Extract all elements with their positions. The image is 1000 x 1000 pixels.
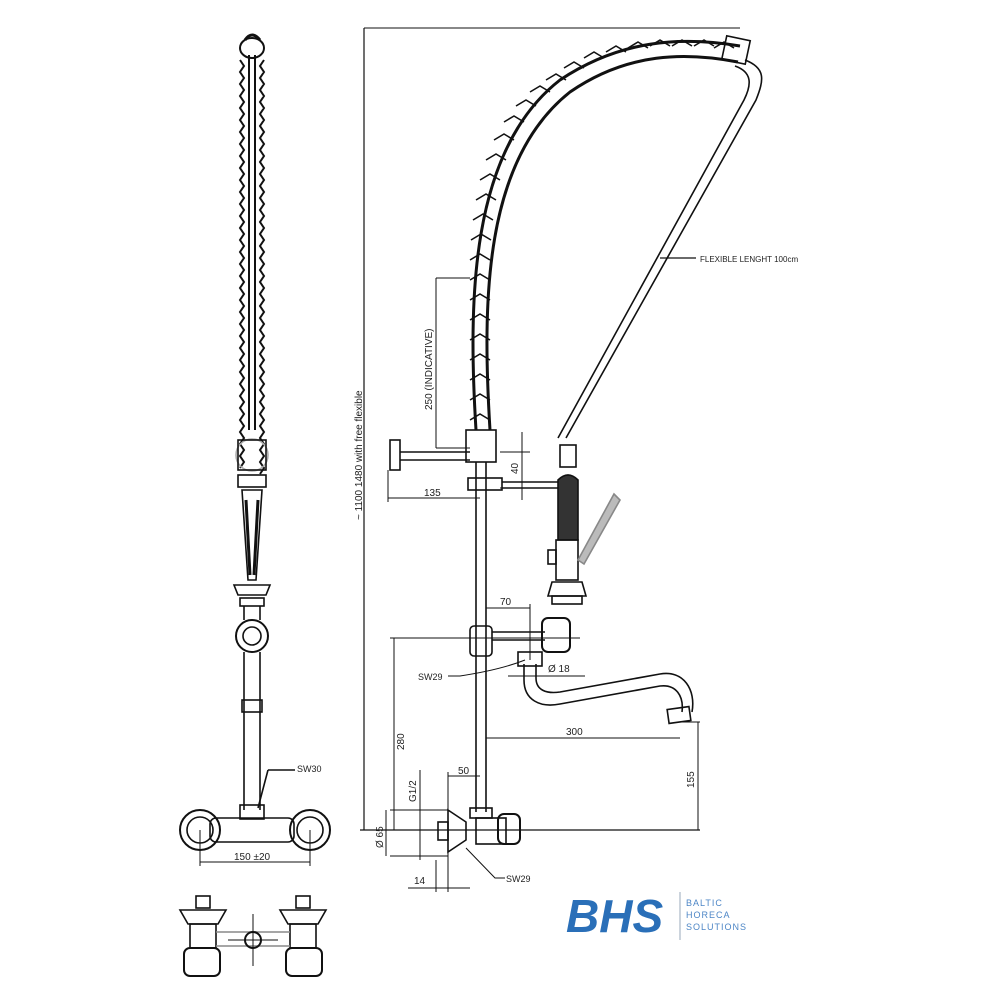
thread-label: G1/2: [408, 780, 419, 802]
valve-nut-label: SW29: [506, 874, 531, 884]
side-view: [360, 27, 763, 892]
bracket-spacing-label: 40: [510, 462, 521, 474]
flexible-length-label: FLEXIBLE LENGHT 100cm: [700, 255, 798, 264]
logo-mark: BHS: [566, 890, 663, 942]
spring-length-label: 250 (INDICATIVE): [424, 329, 435, 411]
spout-height-label: 155: [686, 771, 697, 788]
logo-line-2: HORECA: [686, 910, 731, 920]
spout-offset-label: 70: [500, 597, 512, 608]
total-height-label: ~ 1100 1480 with free flexible: [354, 390, 365, 520]
inlet-offset-label: 50: [458, 766, 470, 777]
column-nut-label: SW30: [297, 764, 322, 774]
logo-line-3: SOLUTIONS: [686, 922, 747, 932]
spout-diameter-label: Ø 18: [548, 664, 570, 675]
dimension-labels: ~ 1100 1480 with free flexible 250 (INDI…: [234, 255, 798, 887]
spout-reach-label: 300: [566, 727, 583, 738]
spout-nut-label: SW29: [418, 672, 443, 682]
inlet-spacing-label: 150 ±20: [234, 852, 271, 863]
mixer-height-label: 280: [396, 733, 407, 750]
top-view: [178, 895, 328, 977]
bhs-logo: BHS BALTIC HORECA SOLUTIONS: [566, 890, 747, 942]
inlet-diameter-label: Ø 65: [375, 826, 386, 848]
inlet-depth-label: 14: [414, 876, 426, 887]
front-view: [179, 33, 331, 866]
logo-line-1: BALTIC: [686, 898, 723, 908]
wall-offset-label: 135: [424, 488, 441, 499]
